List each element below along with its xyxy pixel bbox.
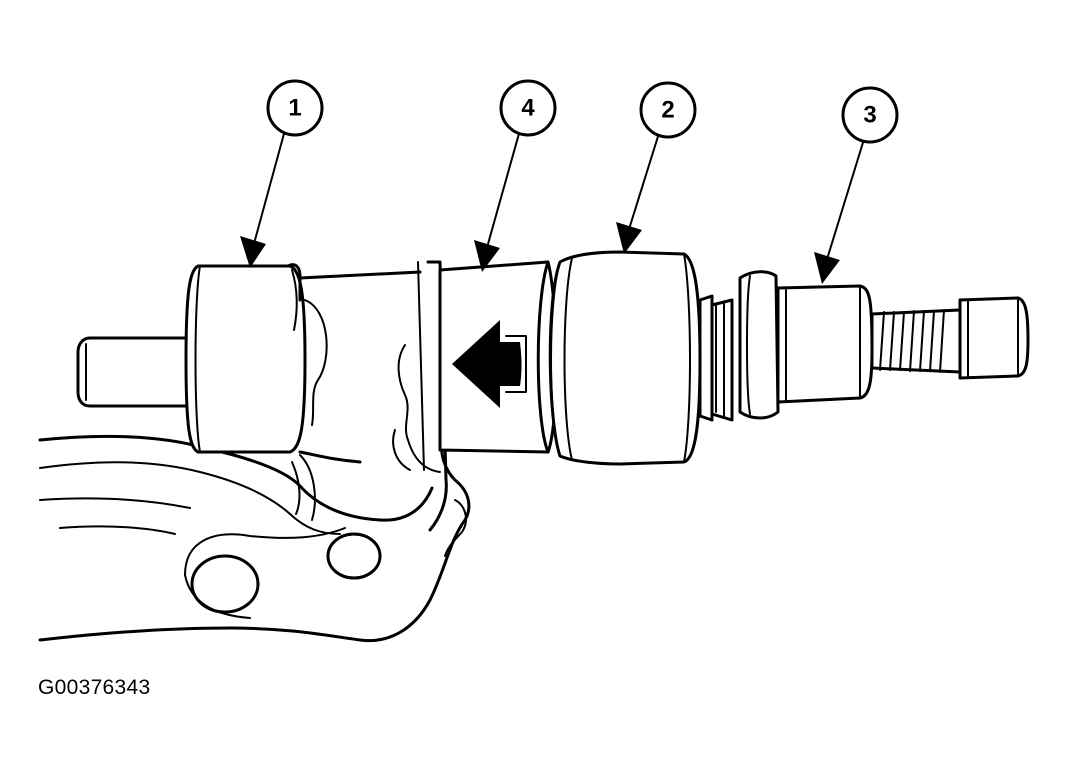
callout-1: 1 [266, 79, 324, 137]
callout-1-label: 1 [288, 95, 301, 122]
callout-2: 2 [639, 81, 697, 139]
receiver-cup-part-1 [76, 263, 422, 464]
housing-casting [38, 260, 471, 643]
press-cup-part-2 [548, 250, 702, 466]
callout-3-label: 3 [863, 102, 876, 129]
leader-lines [240, 129, 866, 284]
bushing-part-4 [438, 260, 558, 454]
callout-4: 4 [499, 79, 557, 137]
screw-threads [879, 309, 945, 373]
callout-4-label: 4 [521, 95, 535, 122]
callout-3: 3 [841, 86, 899, 144]
forcing-screw-part-3 [698, 270, 1030, 422]
figure-id-label: G00376343 [38, 676, 151, 699]
callout-2-label: 2 [661, 97, 674, 124]
arrow-left-icon [452, 320, 522, 408]
